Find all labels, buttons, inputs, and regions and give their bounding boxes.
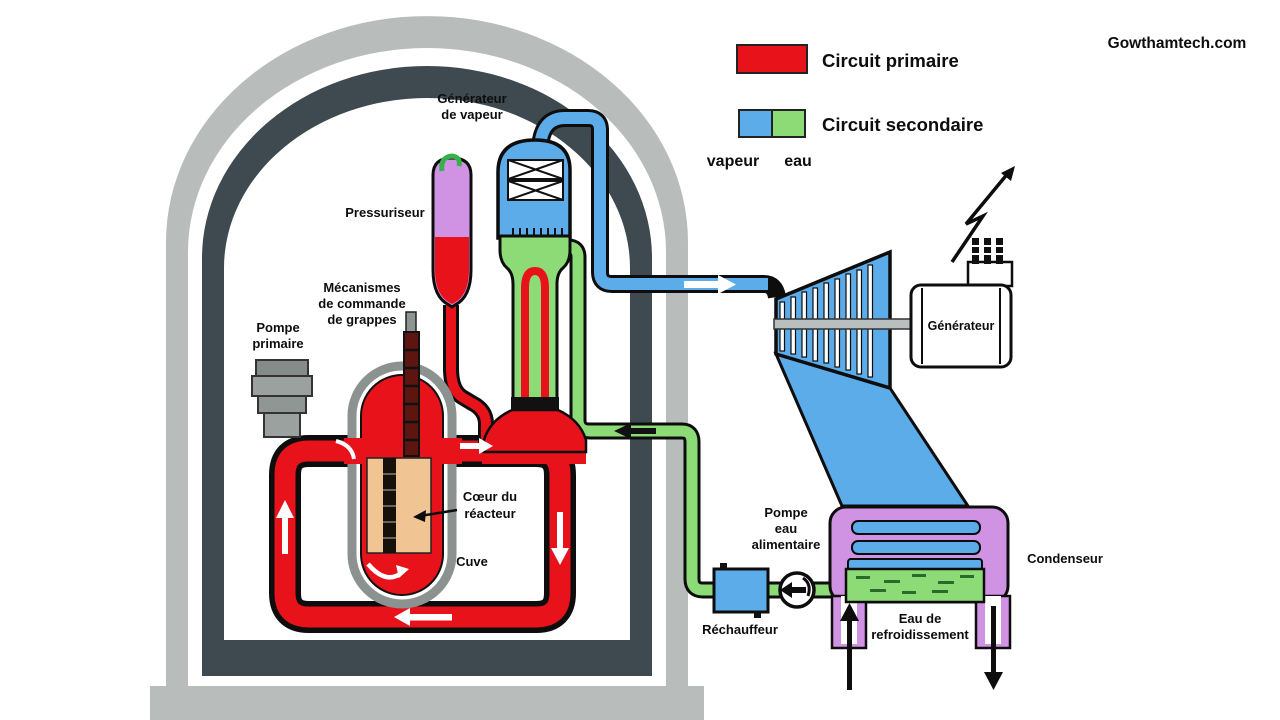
steam-pipe-flow — [534, 112, 768, 290]
cooling-water-in-arrow — [840, 603, 859, 690]
control-rod-column — [383, 458, 396, 553]
steam-flow-arrow — [684, 275, 736, 294]
turbine-shaft — [773, 318, 915, 330]
generator-terminal-pins — [972, 238, 1003, 264]
label-feedwater-pump: Pompe — [764, 505, 807, 520]
legend-steam-phase: vapeur — [707, 153, 759, 170]
pressurizer — [431, 153, 473, 309]
svg-text:de vapeur: de vapeur — [441, 107, 502, 122]
legend-steam-swatch — [738, 109, 773, 138]
pressurizer-stem-pipe — [446, 305, 491, 445]
lightning-bolt-icon — [950, 166, 1015, 263]
core-pointer-arrow — [413, 508, 458, 522]
watermark: Gowthamtech.com — [1108, 35, 1247, 52]
generator-label: Générateur — [928, 319, 995, 333]
pressurizer-stem — [443, 305, 494, 445]
sg-tube-sheet — [511, 397, 559, 410]
svg-text:refroidissement: refroidissement — [871, 627, 969, 642]
sg-moisture-separator-icon — [507, 159, 564, 201]
relief-valve-icon — [439, 153, 462, 172]
diagram-labels: Générateur de vapeur Pressuriseur Mécani… — [252, 35, 1246, 642]
containment-base-slab — [150, 686, 704, 720]
steam-generator — [482, 138, 588, 454]
reactor-vessel — [335, 311, 462, 609]
label-reheater: Réchauffeur — [702, 622, 778, 637]
electric-generator: Générateur — [909, 166, 1015, 369]
legend-primary-label: Circuit primaire — [822, 50, 959, 71]
reactor-core — [366, 457, 432, 554]
sg-bottom-dome — [482, 408, 588, 454]
inlet-flow-curve — [335, 439, 356, 460]
legend-water-phase: eau — [784, 153, 812, 170]
primary-flow-arrows — [276, 438, 569, 626]
turbine — [773, 249, 971, 508]
rod-drive-mechanism — [403, 311, 420, 457]
cooling-water-out-arrow — [984, 606, 1003, 690]
svg-text:eau: eau — [775, 521, 797, 536]
legend-primary-swatch — [736, 44, 808, 74]
svg-text:de grappes: de grappes — [327, 312, 396, 327]
reheater — [712, 563, 770, 618]
label-pressurizer: Pressuriseur — [345, 205, 425, 220]
label-primary-pump: Pompe — [256, 320, 299, 335]
flow-arrow-left — [394, 608, 410, 626]
label-condenser: Condenseur — [1027, 551, 1103, 566]
condenser — [828, 505, 1012, 690]
sg-tube-comb — [512, 228, 563, 237]
primary-pump — [251, 359, 313, 438]
pool-ripples — [856, 574, 974, 594]
pressurizer-water — [435, 237, 469, 304]
condensate-pool — [844, 567, 986, 604]
svg-text:alimentaire: alimentaire — [752, 537, 821, 552]
feedwater-flow-arrow — [614, 423, 656, 439]
label-reactor-core: Cœur du — [463, 489, 517, 504]
core-circulation-arrow — [366, 562, 402, 580]
flow-arrow-up — [276, 500, 294, 518]
vessel-outlet-patch — [438, 438, 462, 464]
legend: Circuit primaire Circuit secondaire vape… — [707, 44, 983, 170]
svg-text:primaire: primaire — [252, 336, 303, 351]
steam-pipe — [531, 109, 786, 299]
feedwater-pump-symbol — [778, 571, 816, 609]
label-vessel: Cuve — [456, 554, 488, 569]
generator-body — [909, 283, 1013, 369]
legend-secondary-label: Circuit secondaire — [822, 114, 983, 135]
core-circulation-arrowhead — [396, 565, 409, 578]
condenser-tube-2 — [851, 540, 981, 555]
svg-text:de commande: de commande — [318, 296, 405, 311]
pump-rotation-icon — [780, 576, 811, 598]
generator-terminal-block — [966, 260, 1014, 288]
legend-water-swatch — [771, 109, 806, 138]
condenser-tube-1 — [851, 520, 981, 535]
flow-arrow-right — [479, 438, 493, 454]
label-rod-mechanisms: Mécanismes — [323, 280, 400, 295]
vessel-inlet-patch — [344, 438, 366, 464]
sg-primary-u-tube — [521, 266, 549, 400]
svg-text:réacteur: réacteur — [464, 506, 515, 521]
flow-arrow-down — [551, 548, 569, 565]
label-steam-generator: Générateur — [437, 91, 506, 106]
label-cooling-water: Eau de — [899, 611, 942, 626]
